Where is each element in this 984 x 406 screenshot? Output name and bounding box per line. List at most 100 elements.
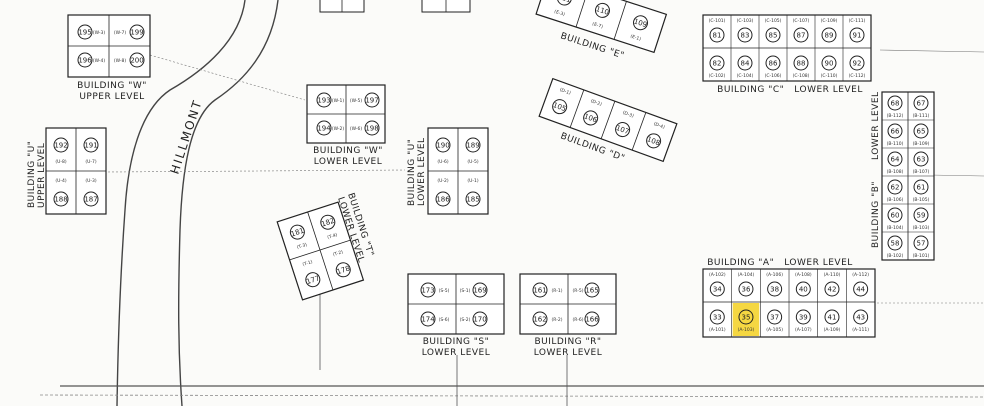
unit-162: 162 (532, 311, 548, 327)
building-u-upper-name: BUILDING "U" (27, 141, 37, 208)
partial-building-top-left (319, 0, 365, 13)
svg-text:(R-1): (R-1) (552, 288, 563, 294)
svg-text:192: 192 (54, 142, 67, 150)
svg-text:(A-105): (A-105) (766, 327, 783, 333)
unit-44: 44 (853, 281, 869, 297)
partial-building-top-right (421, 0, 471, 13)
unit-189: 189 (465, 137, 481, 153)
svg-text:34: 34 (713, 286, 722, 294)
building-c-level: LOWER LEVEL (794, 85, 863, 95)
svg-text:84: 84 (741, 60, 750, 68)
svg-text:87: 87 (797, 32, 806, 40)
svg-text:(D-3): (D-3) (622, 110, 635, 120)
svg-text:(A-101): (A-101) (709, 327, 726, 333)
svg-text:BUILDING "A"LOWER LEVEL: BUILDING "A"LOWER LEVEL (707, 258, 853, 268)
svg-text:83: 83 (741, 32, 750, 40)
svg-text:58: 58 (891, 240, 900, 248)
svg-text:(B-106): (B-106) (887, 197, 904, 203)
svg-text:186: 186 (436, 196, 450, 204)
svg-text:(S-1): (S-1) (460, 288, 471, 294)
svg-text:(B-104): (B-104) (887, 225, 904, 231)
unit-33: 33 (709, 309, 725, 325)
svg-text:109: 109 (633, 17, 648, 29)
unit-185: 185 (465, 191, 481, 207)
unit-177: 177 (305, 272, 321, 288)
svg-text:(A-109): (A-109) (824, 327, 841, 333)
unit-106: 106 (583, 110, 599, 126)
svg-text:(A-104): (A-104) (738, 272, 755, 278)
svg-text:64: 64 (891, 156, 900, 164)
svg-text:(B-103): (B-103) (913, 225, 930, 231)
svg-text:(C-112): (C-112) (849, 73, 866, 79)
svg-text:(A-111): (A-111) (852, 327, 869, 333)
svg-text:(A-112): (A-112) (852, 272, 869, 278)
svg-text:110: 110 (595, 5, 610, 17)
svg-text:43: 43 (856, 314, 865, 322)
svg-text:(C-111): (C-111) (849, 18, 866, 24)
svg-text:91: 91 (853, 32, 862, 40)
unit-169: 169 (472, 282, 488, 298)
svg-text:(B-108): (B-108) (887, 169, 904, 175)
unit-66: 66 (887, 123, 903, 139)
svg-text:63: 63 (917, 156, 926, 164)
svg-text:42: 42 (828, 286, 837, 294)
svg-text:86: 86 (769, 60, 778, 68)
svg-text:169: 169 (473, 287, 486, 295)
svg-text:(U-7): (U-7) (85, 159, 97, 165)
svg-text:191: 191 (84, 142, 97, 150)
building-u-lower-level: LOWER LEVEL (417, 137, 427, 206)
building-s-level: LOWER LEVEL (422, 348, 491, 358)
svg-text:(A-103): (A-103) (738, 327, 755, 333)
svg-text:(W-6): (W-6) (350, 126, 363, 132)
svg-text:(B-110): (B-110) (887, 141, 904, 147)
svg-text:57: 57 (917, 240, 926, 248)
svg-text:(E-7): (E-7) (591, 21, 603, 30)
svg-text:181: 181 (290, 227, 305, 239)
building-a-level: LOWER LEVEL (784, 258, 853, 268)
unit-83: 83 (737, 27, 753, 43)
unit-34: 34 (709, 281, 725, 297)
svg-text:61: 61 (917, 184, 926, 192)
unit-81: 81 (709, 27, 725, 43)
unit-64: 64 (887, 151, 903, 167)
svg-text:(C-110): (C-110) (821, 73, 838, 79)
unit-161: 161 (532, 282, 548, 298)
building-d: 105 106 107 108 (D-1) (D-2) (D-3) (D-4) (538, 77, 678, 163)
unit-199: 199 (129, 24, 145, 40)
unit-86: 86 (765, 55, 781, 71)
unit-90: 90 (821, 55, 837, 71)
svg-text:(R-6): (R-6) (573, 317, 584, 323)
svg-text:(U-3): (U-3) (85, 178, 97, 184)
building-a: BUILDING "A"LOWER LEVEL (A-102)3433(A-10… (702, 258, 876, 338)
building-r: 161 165 162 166 (R-1) (R-5) (R-2) (R-6) … (519, 273, 617, 358)
svg-text:90: 90 (825, 60, 834, 68)
svg-text:85: 85 (769, 32, 778, 40)
svg-text:(U-2): (U-2) (437, 178, 449, 184)
svg-text:82: 82 (713, 60, 722, 68)
svg-text:(T-1): (T-1) (302, 259, 314, 268)
unit-197: 197 (364, 92, 380, 108)
svg-text:(C-103): (C-103) (737, 18, 754, 24)
building-c: (C-101)8182(C-102)(C-103)8384(C-104)(C-1… (702, 14, 872, 95)
svg-text:161: 161 (533, 287, 546, 295)
svg-text:(W-1): (W-1) (332, 98, 345, 104)
unit-166: 166 (584, 311, 600, 327)
unit-109: 109 (633, 15, 649, 31)
svg-text:(B-112): (B-112) (887, 113, 904, 119)
svg-text:(T-3): (T-3) (296, 242, 308, 251)
svg-text:188: 188 (54, 196, 67, 204)
svg-text:(B-107): (B-107) (913, 169, 930, 175)
svg-text:(A-110): (A-110) (824, 272, 841, 278)
unit-194: 194 (316, 120, 332, 136)
svg-text:60: 60 (891, 212, 900, 220)
unit-36: 36 (738, 281, 754, 297)
svg-text:200: 200 (130, 57, 143, 65)
unit-87: 87 (793, 27, 809, 43)
building-s-name: BUILDING "S" (423, 337, 490, 347)
building-s: 173 169 174 170 (S-5) (S-1) (S-6) (S-2) … (407, 273, 505, 358)
svg-text:165: 165 (585, 287, 598, 295)
svg-text:195: 195 (78, 29, 91, 37)
unit-63: 63 (913, 151, 929, 167)
svg-text:(E-3): (E-3) (553, 9, 565, 18)
svg-text:194: 194 (317, 125, 331, 133)
